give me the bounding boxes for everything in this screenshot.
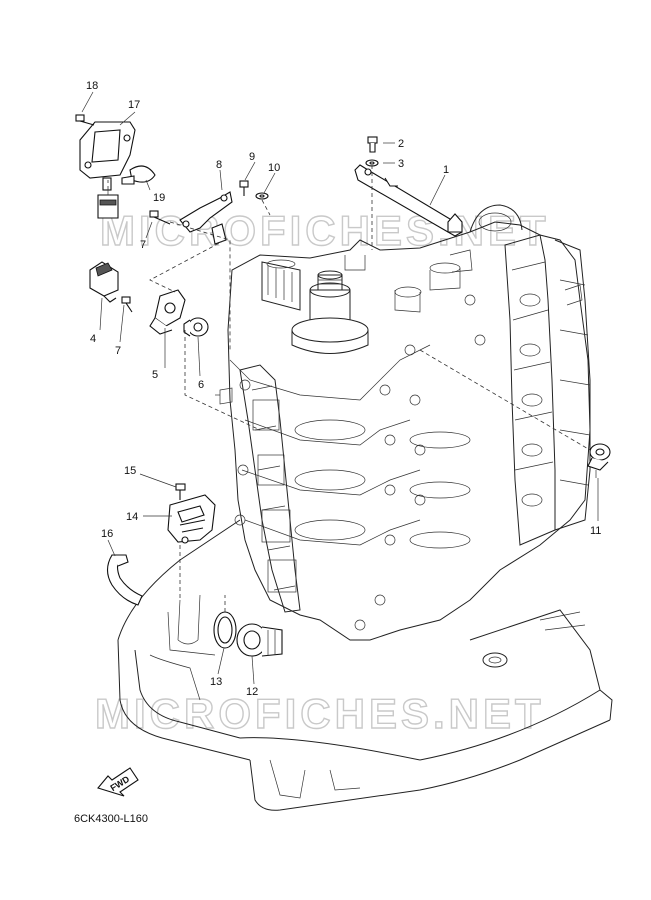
part-2-screw <box>367 136 378 153</box>
callout-18: 18 <box>86 80 98 92</box>
part-6-grommet <box>183 317 209 337</box>
callout-7-lower: 7 <box>115 345 121 357</box>
part-18-screw <box>75 114 95 126</box>
callout-10: 10 <box>268 162 280 174</box>
part-17-sensor-module <box>79 121 136 191</box>
part-14-holder <box>167 494 216 544</box>
callout-2: 2 <box>398 138 404 150</box>
callout-16: 16 <box>101 528 113 540</box>
callout-11: 11 <box>590 525 601 537</box>
callout-1: 1 <box>443 164 449 176</box>
callout-15: 15 <box>124 465 136 477</box>
fwd-arrow: FWD <box>97 767 139 797</box>
callout-3: 3 <box>398 158 404 170</box>
callout-9: 9 <box>249 151 255 163</box>
callout-14: 14 <box>126 511 138 523</box>
callout-13: 13 <box>210 676 222 688</box>
part-15-bolt <box>175 483 186 500</box>
part-12-fitting <box>236 623 283 657</box>
part-10-washer <box>255 192 269 200</box>
part-13-o-ring <box>213 611 237 649</box>
callout-7-upper: 7 <box>140 239 146 251</box>
callout-19: 19 <box>153 192 165 204</box>
callout-labels: 18 17 2 3 1 8 9 10 19 7 4 7 5 6 11 15 14… <box>86 80 601 698</box>
cylinder-bosses <box>294 419 471 549</box>
engine-block <box>215 204 591 641</box>
callout-4: 4 <box>90 333 96 345</box>
part-4-sensor <box>89 261 119 303</box>
callout-12: 12 <box>246 686 258 698</box>
bottom-cowling <box>117 519 613 811</box>
part-3-washer <box>365 159 379 167</box>
watermark-top: MICROFICHES.NET <box>100 207 550 254</box>
part-1-bracket <box>354 164 463 237</box>
callout-leaders <box>81 91 599 685</box>
callout-6: 6 <box>198 379 204 391</box>
connector-17 <box>97 190 119 219</box>
part-19-clip <box>121 165 156 185</box>
part-5-gasket <box>149 289 186 335</box>
part-7-bolt-upper <box>149 210 171 225</box>
part-16-clip <box>106 554 143 606</box>
crankshaft-top <box>291 270 369 354</box>
crankcase-bolts <box>234 294 486 631</box>
part-8-bracket <box>179 191 233 245</box>
part-7-bolt-lower <box>121 296 133 313</box>
reference-code: 6CK4300-L160 <box>74 813 148 825</box>
watermark-bottom: MICROFICHES.NET <box>95 690 545 737</box>
part-9-bolt <box>239 180 249 196</box>
callout-5: 5 <box>152 369 158 381</box>
callout-17: 17 <box>128 99 140 111</box>
assembly-lines <box>107 165 591 612</box>
callout-8: 8 <box>216 159 222 171</box>
part-11-sensor <box>587 443 611 478</box>
